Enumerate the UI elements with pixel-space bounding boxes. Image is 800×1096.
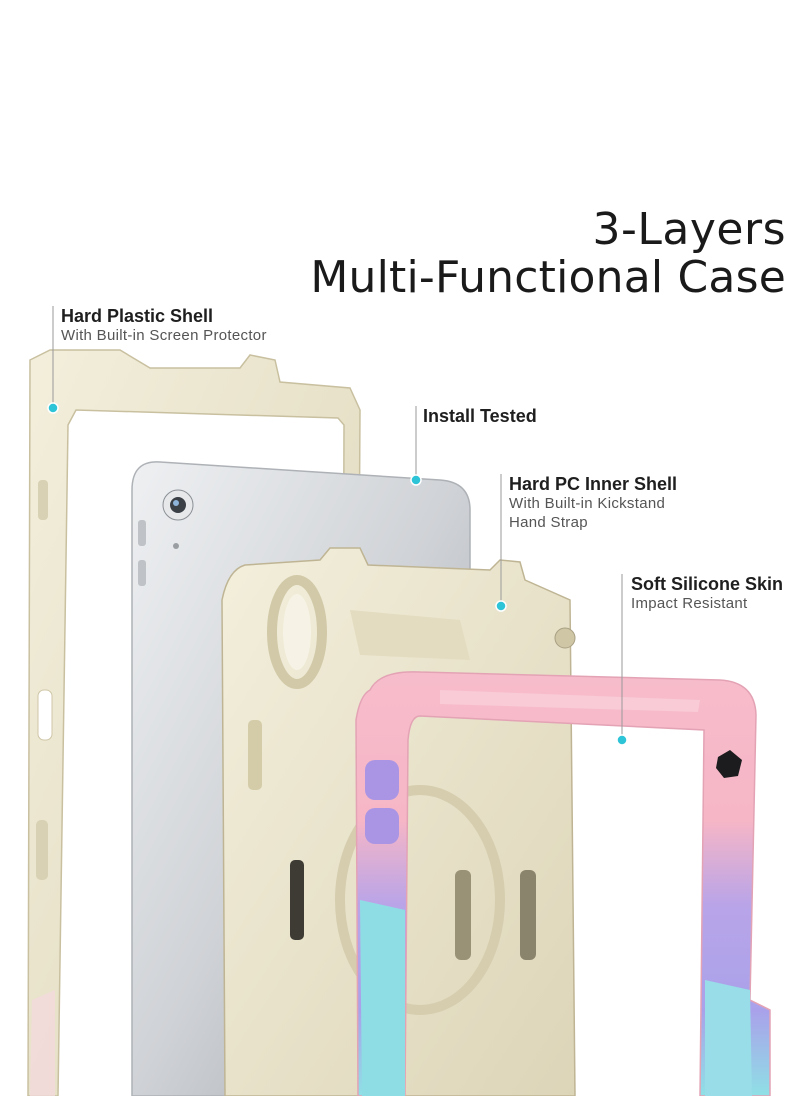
callout-subtext: With Built-in Kickstand (509, 495, 666, 512)
callout-subtext-2: Hand Strap (509, 513, 588, 531)
headline: 3-Layers Multi-Functional Case (310, 206, 786, 301)
callout-heading: Soft Silicone Skin (631, 574, 784, 594)
soft-silicone-skin (355, 671, 771, 1096)
callout-hard-pc-inner-shell: Hard PC Inner Shell With Built-in Kickst… (509, 474, 677, 533)
headline-line2: Multi-Functional Case (310, 251, 786, 303)
marker-dot-install (410, 474, 422, 486)
marker-dot-skin (616, 734, 628, 746)
callout-soft-silicone-skin: Soft Silicone Skin Impact Resistant (631, 574, 783, 614)
marker-dot-pc-shell (495, 600, 507, 612)
callout-heading: Install Tested (423, 406, 537, 426)
callout-subtext: With Built-in Screen Protector (61, 327, 267, 344)
callout-install-tested: Install Tested (423, 406, 537, 427)
callout-heading: Hard Plastic Shell (61, 306, 214, 326)
callout-heading: Hard PC Inner Shell (509, 474, 678, 494)
hard-plastic-shell (27, 349, 361, 1096)
callout-hard-plastic-shell: Hard Plastic Shell With Built-in Screen … (61, 306, 267, 346)
callout-subtext: Impact Resistant (631, 595, 748, 612)
callout-markers (47, 306, 628, 746)
headline-line1: 3-Layers (592, 204, 786, 255)
marker-dot-hard-shell (47, 402, 59, 414)
